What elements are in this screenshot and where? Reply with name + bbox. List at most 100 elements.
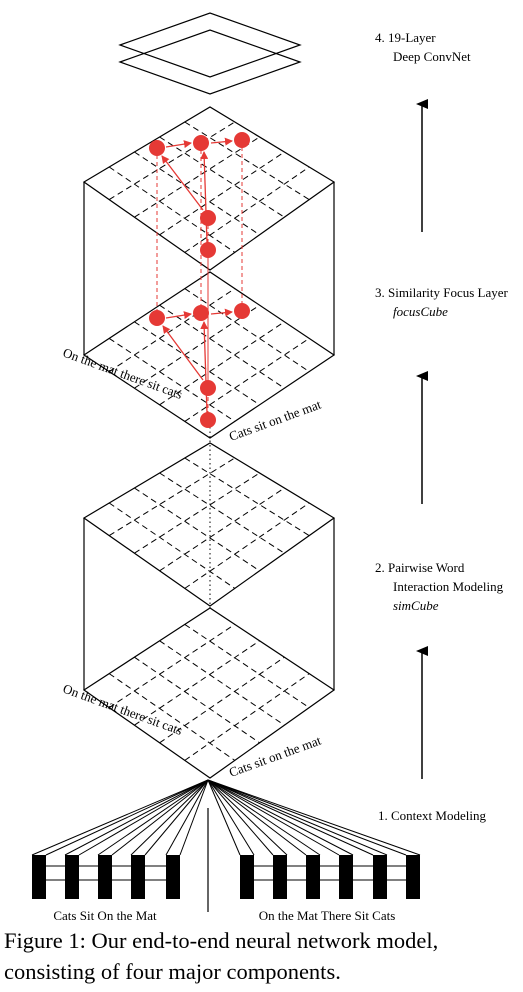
grid-line <box>159 321 285 406</box>
component-3-sub: focusCube <box>393 304 448 319</box>
context-connection <box>179 779 209 856</box>
grid-line <box>159 472 285 554</box>
word-encoder-box <box>339 855 353 899</box>
grid-line <box>184 502 310 589</box>
grid-line <box>108 337 236 422</box>
context-connection <box>207 779 241 856</box>
word-encoder-box <box>166 855 180 899</box>
left-sentence-label: Cats Sit On the Mat <box>53 908 157 923</box>
grid-line <box>108 121 236 201</box>
grid-line <box>108 502 236 589</box>
context-connection <box>207 779 288 856</box>
context-connection <box>207 779 421 856</box>
context-connection <box>207 779 407 856</box>
grid-line <box>134 487 260 572</box>
context-connection <box>111 779 209 856</box>
word-encoder-box <box>273 855 287 899</box>
grid-outline <box>82 442 336 607</box>
grid-line <box>184 121 310 201</box>
focus-dot <box>234 132 250 148</box>
left-sentence-encoder <box>32 855 180 899</box>
grid-line <box>108 166 236 253</box>
context-connection <box>207 779 374 856</box>
focus-cube-bottom-grid <box>82 271 336 439</box>
word-encoder-box <box>98 855 112 899</box>
context-connection <box>64 779 209 856</box>
grid-line <box>159 487 285 572</box>
grid-line <box>108 288 236 373</box>
context-connection <box>78 779 209 856</box>
grid-line <box>134 472 260 554</box>
context-connection <box>207 779 255 856</box>
grid-line <box>108 623 236 709</box>
component-1-title: 1. Context Modeling <box>378 808 486 823</box>
grid-line <box>134 136 260 218</box>
architecture-diagram: On the mat there sit cats Cats sit on th… <box>31 12 509 923</box>
word-encoder-box <box>65 855 79 899</box>
focus-dot <box>149 140 165 156</box>
grid-line <box>134 640 260 726</box>
right-sentence-label: On the Mat There Sit Cats <box>259 908 396 923</box>
grid-line <box>159 151 285 236</box>
component-2-sub2: simCube <box>393 598 439 613</box>
grid-line <box>184 673 310 761</box>
grid-line <box>134 321 260 406</box>
grid-line <box>134 656 260 744</box>
word-encoder-box <box>131 855 145 899</box>
focus-dots <box>149 132 250 428</box>
upper-right-axis-label: Cats sit on the mat <box>227 396 323 443</box>
upper-left-axis-label: On the mat there sit cats <box>61 345 185 402</box>
context-connections <box>31 779 421 856</box>
focus-dot <box>200 380 216 396</box>
focus-overlay <box>149 132 250 428</box>
grid-line <box>108 457 236 537</box>
grid-line <box>184 623 310 709</box>
context-connection <box>97 779 209 856</box>
grid-line <box>159 304 285 389</box>
context-connection <box>144 779 209 856</box>
grid-line <box>134 304 260 389</box>
context-connection <box>207 779 321 856</box>
grid-line <box>159 640 285 726</box>
focus-dot <box>200 210 216 226</box>
component-4-sub: Deep ConvNet <box>393 49 471 64</box>
grid-line <box>184 166 310 253</box>
grid-line <box>184 288 310 373</box>
component-2-sub: Interaction Modeling <box>393 579 504 594</box>
right-sentence-encoder <box>240 855 420 899</box>
sim-cube-top-grid <box>82 442 336 607</box>
word-encoder-box <box>406 855 420 899</box>
sim-cube <box>82 442 336 779</box>
focus-cube <box>82 106 336 470</box>
focus-dot <box>200 412 216 428</box>
context-connection <box>45 779 209 856</box>
grid-line <box>108 673 236 761</box>
context-connection <box>165 779 209 856</box>
component-2-title: 2. Pairwise Word <box>375 560 465 575</box>
component-3-title: 3. Similarity Focus Layer <box>375 285 509 300</box>
grid-line <box>184 457 310 537</box>
caption-line-1: Figure 1: Our end-to-end neural network … <box>4 928 439 953</box>
word-encoder-box <box>240 855 254 899</box>
word-encoder-box <box>306 855 320 899</box>
grid-line <box>184 337 310 422</box>
grid-line <box>159 656 285 744</box>
word-encoder-box <box>373 855 387 899</box>
focus-dot <box>200 242 216 258</box>
component-4-title: 4. 19-Layer <box>375 30 436 45</box>
word-encoder-box <box>32 855 46 899</box>
lower-left-axis-label: On the mat there sit cats <box>61 681 185 738</box>
grid-line <box>159 136 285 218</box>
focus-arrows <box>161 137 233 414</box>
context-connection <box>207 779 274 856</box>
context-connection <box>130 779 209 856</box>
caption-line-2: consisting of four major components. <box>4 959 341 984</box>
context-connection <box>207 779 307 856</box>
context-connection <box>31 779 209 856</box>
focus-dot <box>234 303 250 319</box>
focus-dot <box>149 310 165 326</box>
context-connection <box>207 779 340 856</box>
grid-line <box>134 151 260 236</box>
figure-caption: Figure 1: Our end-to-end neural network … <box>4 925 520 987</box>
convnet-upper-plane <box>118 12 302 78</box>
